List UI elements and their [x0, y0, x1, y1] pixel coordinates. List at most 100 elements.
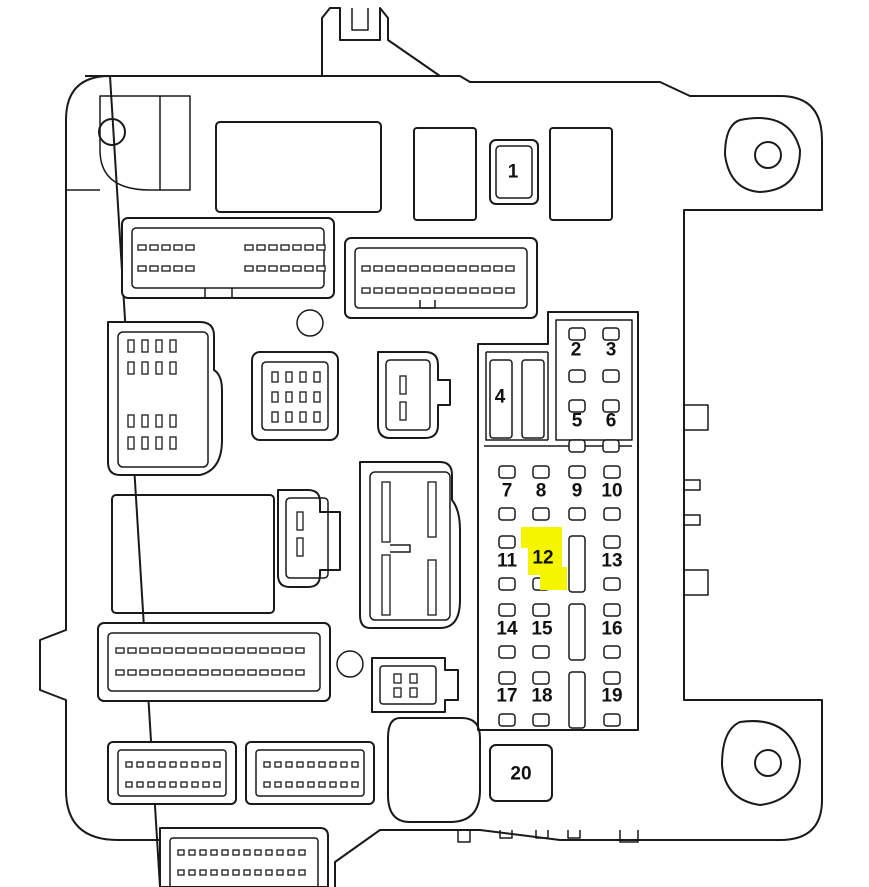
connector-pin	[298, 849, 306, 856]
connector-pin	[191, 781, 199, 788]
connector-pin	[147, 761, 155, 768]
connector-pin	[155, 361, 163, 375]
connector-pin	[256, 265, 266, 272]
connector-pin	[265, 849, 273, 856]
connector-pin	[115, 647, 125, 654]
connector-pin	[115, 669, 125, 676]
connector-pin	[177, 849, 185, 856]
connector-pin	[299, 371, 307, 383]
fuse-label-1: 1	[508, 162, 519, 183]
connector-pin	[265, 869, 273, 876]
connector-pin	[137, 244, 147, 251]
mini-fuse-bottom	[602, 439, 620, 453]
connector-pin	[235, 669, 245, 676]
spare-fuse-slot	[568, 671, 586, 729]
relay-slot-b	[549, 127, 613, 221]
fuse-label-5: 5	[572, 411, 583, 432]
connector-pin	[137, 265, 147, 272]
connector-pin	[280, 265, 290, 272]
connector-pin	[151, 669, 161, 676]
connector-pin	[481, 265, 491, 272]
connector-pin	[296, 781, 304, 788]
connector-pin	[243, 849, 251, 856]
connector-pin	[361, 265, 371, 272]
connector-pin	[276, 849, 284, 856]
connector-pin	[493, 265, 503, 272]
connector-pin	[271, 669, 281, 676]
connector-pin	[247, 669, 257, 676]
connector-8	[97, 622, 331, 702]
connector-pin	[141, 361, 149, 375]
fuse-label-8: 8	[536, 481, 547, 502]
fuse-label-17: 17	[496, 686, 517, 707]
fuse-label-11: 11	[497, 551, 518, 572]
connector-pin	[161, 265, 171, 272]
connector-pin	[283, 669, 293, 676]
connector-pin	[287, 869, 295, 876]
connector-pin	[505, 265, 515, 272]
connector-pin	[127, 669, 137, 676]
connector-pin	[151, 647, 161, 654]
connector-pin	[244, 265, 254, 272]
connector-pin	[409, 287, 419, 294]
mini-fuse-top	[498, 465, 516, 479]
connector-pin	[409, 265, 419, 272]
mini-fuse-top	[603, 465, 621, 479]
connector-pin	[173, 244, 183, 251]
connector-pin	[493, 287, 503, 294]
connector-pin	[340, 761, 348, 768]
mini-fuse-bottom	[498, 577, 516, 591]
connector-pin	[191, 761, 199, 768]
connector-pin	[457, 287, 467, 294]
connector-pin	[235, 647, 245, 654]
connector-pin	[127, 414, 135, 428]
fuse-label-14: 14	[496, 619, 518, 640]
large-relay	[111, 494, 275, 614]
connector-pin	[232, 849, 240, 856]
connector-pin	[263, 761, 271, 768]
fuse-labels: 1 2 3 4 5 6 7 8 9 10 11 12 13 14 15 16 1…	[495, 162, 623, 785]
mini-fuse-top	[568, 399, 586, 413]
mini-fuse-bottom	[532, 507, 550, 521]
connector-pin	[433, 265, 443, 272]
spare-fuse-slot	[568, 535, 586, 593]
connector-pin	[127, 339, 135, 353]
connector-pin	[180, 761, 188, 768]
connector-pin	[125, 781, 133, 788]
fuse-label-18: 18	[531, 686, 552, 707]
mini-fuse-bottom	[532, 645, 550, 659]
mini-fuse-bottom	[498, 507, 516, 521]
connector-pin	[276, 869, 284, 876]
fuse-label-9: 9	[572, 481, 583, 502]
connector-pin	[185, 265, 195, 272]
fuse-label-2: 2	[571, 340, 582, 361]
connector-pin	[223, 669, 233, 676]
connector-1	[121, 217, 335, 299]
connector-pin	[147, 781, 155, 788]
connector-pin	[158, 781, 166, 788]
connector-pin	[243, 869, 251, 876]
fuse-label-6: 6	[606, 411, 617, 432]
connector-pin	[307, 761, 315, 768]
connector-pin	[385, 265, 395, 272]
connector-pin	[385, 287, 395, 294]
connector-pin	[397, 265, 407, 272]
mini-fuse-top	[498, 603, 516, 617]
mini-fuse-top	[532, 465, 550, 479]
connector-pin	[155, 436, 163, 450]
fuse-1-body	[489, 139, 539, 205]
connector-pin	[274, 781, 282, 788]
connector-pin	[136, 781, 144, 788]
connector-pin	[141, 436, 149, 450]
connector-pin	[244, 244, 254, 251]
connector-pin	[187, 669, 197, 676]
mini-fuse-bottom	[603, 645, 621, 659]
connector-pin	[223, 647, 233, 654]
connector-9	[371, 657, 459, 713]
connector-pin	[274, 761, 282, 768]
fuse-label-20: 20	[510, 764, 531, 785]
connector-pin	[361, 287, 371, 294]
connector-pin	[271, 411, 279, 423]
connector-pin	[445, 265, 455, 272]
